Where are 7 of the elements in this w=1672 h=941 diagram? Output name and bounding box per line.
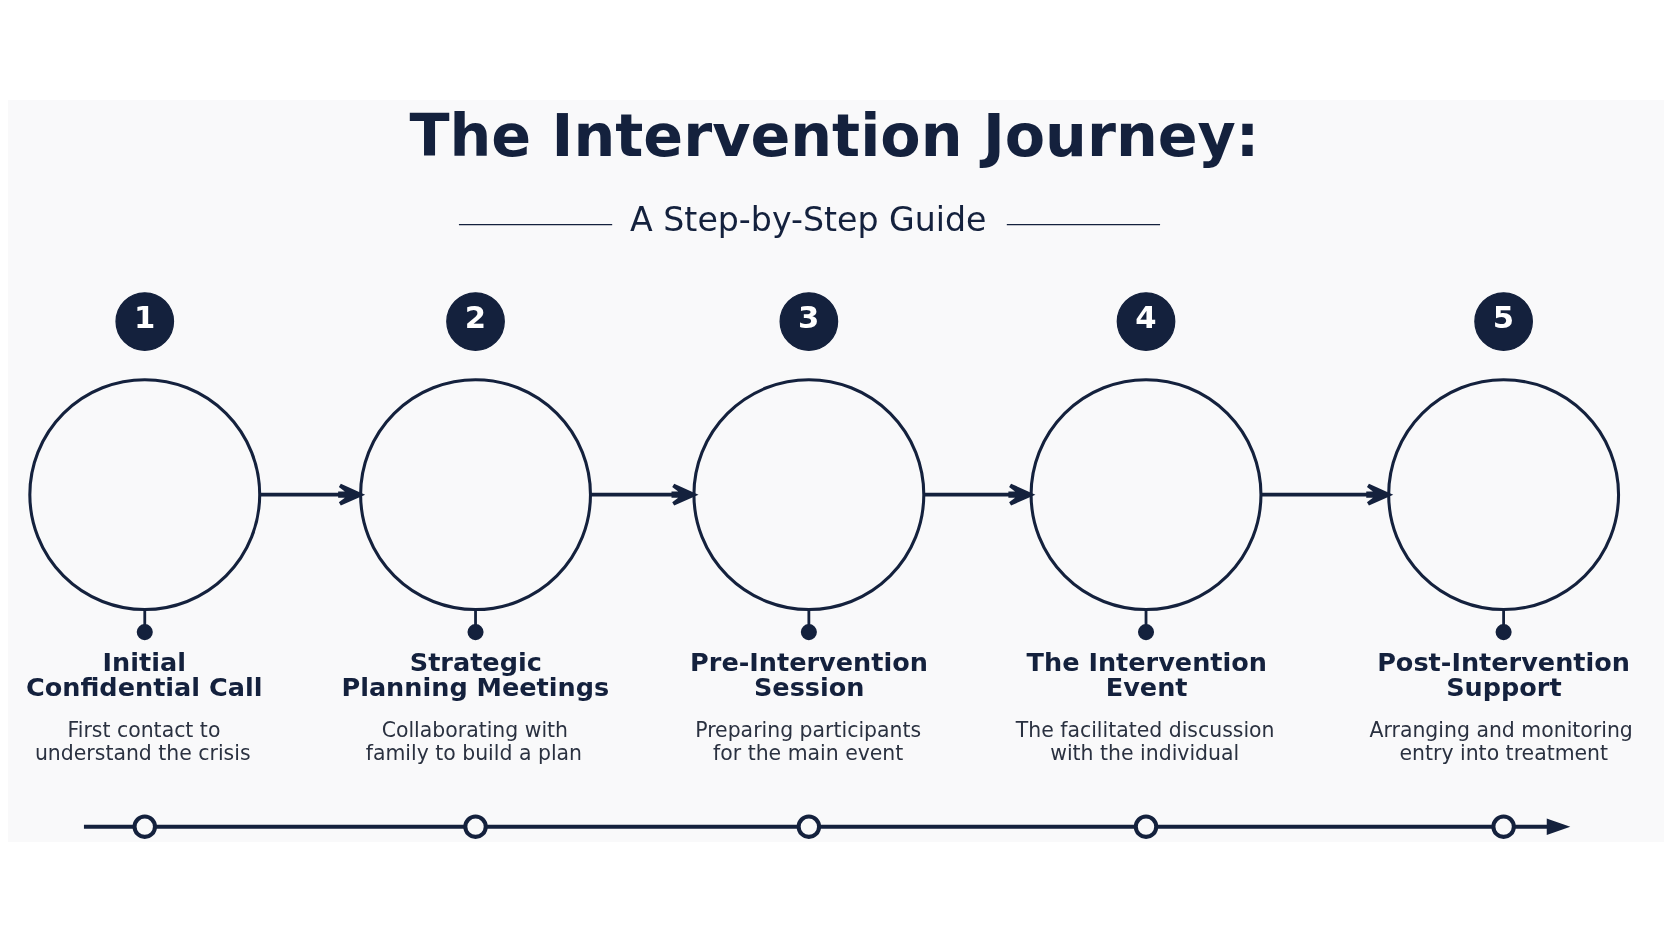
node-text: Pre-Intervention Session Preparing participants for the main event <box>690 646 928 765</box>
node-text: Post-Intervention Support Arranging and monitoring entry into treatment <box>1369 646 1633 765</box>
diagram-title: The Intervention Journey: <box>409 100 1260 170</box>
label: A Step-by-Step Guide <box>630 199 987 239</box>
node-text: The Intervention Event The facilitated discussion with the individual <box>1015 646 1275 765</box>
node-text: Strategic Planning Meetings Collaborating with family to build a plan <box>341 646 610 765</box>
node-text: Initial Confidential Call First contact to understand the crisis <box>25 646 263 765</box>
